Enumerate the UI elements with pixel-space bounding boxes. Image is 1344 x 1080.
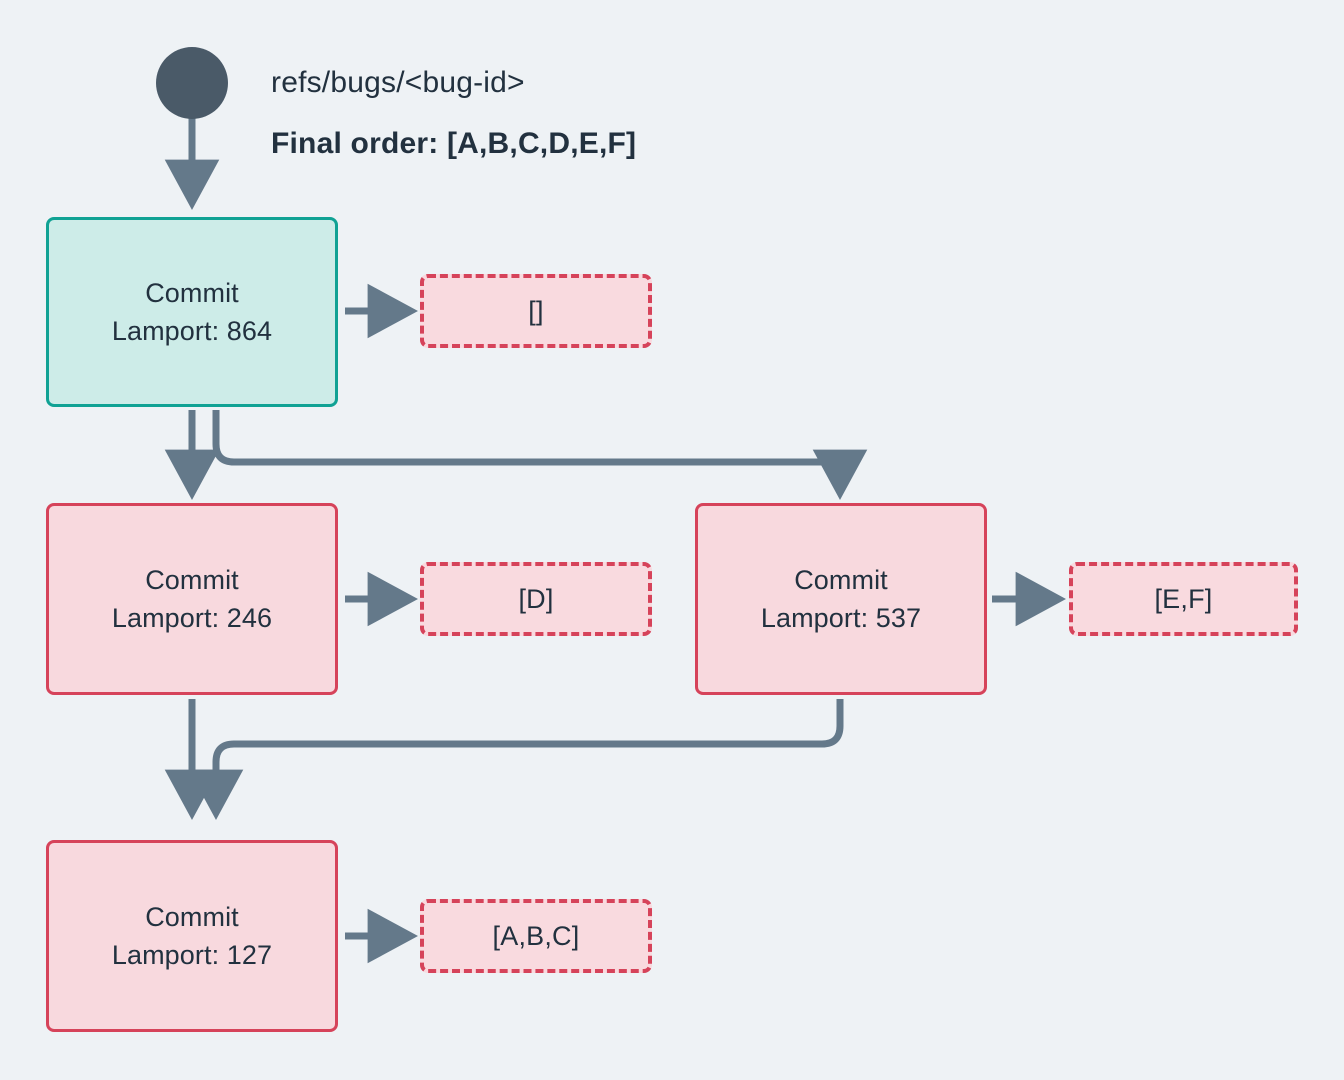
payload-node-246[interactable]: [D] (420, 562, 652, 636)
commit-node-127-lamport: Lamport: 127 (111, 940, 273, 970)
commit-node-537[interactable]: Commit Lamport: 537 (695, 503, 987, 695)
ref-path-label: refs/bugs/<bug-id> (271, 66, 525, 99)
payload-node-537-value: [E,F] (1154, 583, 1213, 614)
commit-node-127-title: Commit (145, 901, 239, 932)
payload-node-246-value: [D] (518, 583, 554, 614)
edge-commit-537-to-commit-127 (188, 699, 844, 821)
commit-node-864[interactable]: Commit Lamport: 864 (46, 217, 338, 407)
payload-node-864-value: [] (528, 295, 544, 326)
payload-node-127[interactable]: [A,B,C] (420, 899, 652, 973)
payload-node-537[interactable]: [E,F] (1069, 562, 1298, 636)
commit-node-537-lamport: Lamport: 537 (760, 603, 922, 633)
commit-node-127[interactable]: Commit Lamport: 127 (46, 840, 338, 1032)
root-node-dot[interactable] (156, 47, 228, 119)
edge-commit-864-to-commit-537 (212, 410, 868, 501)
final-order-label: Final order: [A,B,C,D,E,F] (271, 127, 637, 160)
commit-node-246[interactable]: Commit Lamport: 246 (46, 503, 338, 695)
commit-node-864-title: Commit (145, 277, 239, 308)
commit-node-246-title: Commit (145, 564, 239, 595)
commit-node-537-title: Commit (794, 564, 888, 595)
commit-node-246-lamport: Lamport: 246 (111, 603, 273, 633)
payload-node-864[interactable]: [] (420, 274, 652, 348)
commit-node-864-lamport: Lamport: 864 (111, 316, 273, 346)
payload-node-127-value: [A,B,C] (492, 920, 580, 951)
